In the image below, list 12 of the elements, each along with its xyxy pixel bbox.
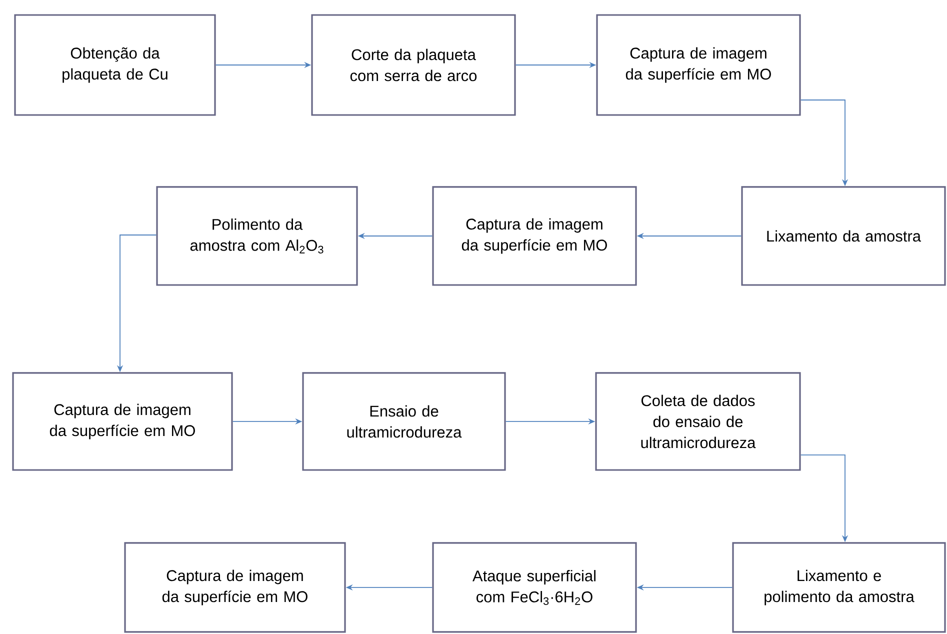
process-box: Ataque superficial com FeCl$_{3}$·6H$_{2}$O	[432, 542, 637, 633]
process-box: Polimento da amostra com Al$_{2}$O$_{3}$	[156, 186, 358, 286]
process-box: Lixamento da amostra	[741, 186, 946, 286]
process-box: Coleta de dados do ensaio de ultramicrodureza	[595, 372, 801, 471]
process-box: Obtenção da plaqueta de Cu	[14, 14, 216, 116]
process-box: Captura de imagem da superfície em MO	[432, 186, 637, 286]
process-box: Lixamento e polimento da amostra	[732, 542, 946, 633]
process-box: Corte da plaqueta com serra de arco	[311, 14, 516, 116]
process-box: Ensaio de ultramicrodureza	[302, 372, 506, 471]
process-box: Captura de imagem da superfície em MO	[596, 14, 801, 116]
process-box: Captura de imagem da superfície em MO	[124, 542, 346, 633]
process-box: Captura de imagem da superfície em MO	[12, 372, 233, 471]
